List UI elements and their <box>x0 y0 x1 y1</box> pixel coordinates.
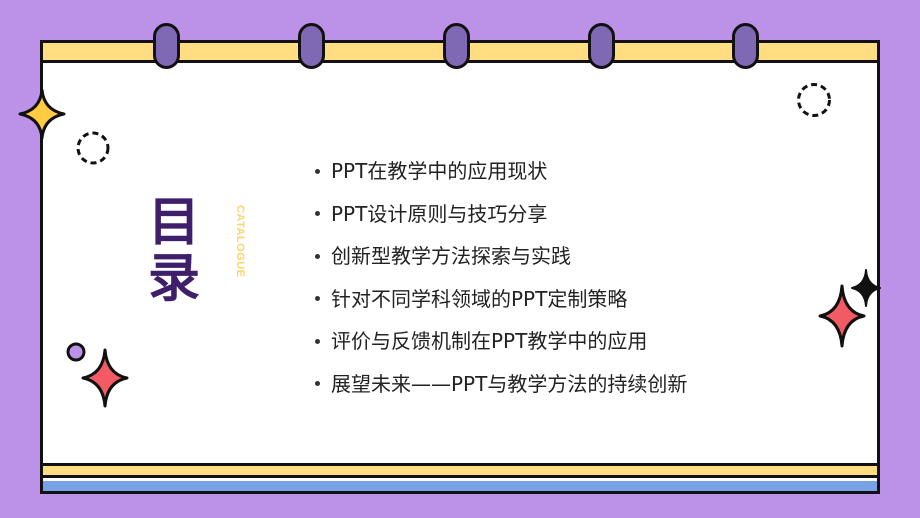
small-circle-icon <box>66 342 86 362</box>
toc-item[interactable]: PPT设计原则与技巧分享 <box>310 193 687 236</box>
page-subtitle: CATALOGUE <box>234 205 246 278</box>
bottom-blue-band <box>43 481 877 491</box>
bullet-icon <box>315 296 320 302</box>
bottom-yellow-band <box>43 463 877 478</box>
toc-item-label: 针对不同学科领域的PPT定制策略 <box>331 286 628 311</box>
bullet-icon <box>315 168 320 174</box>
page-title: 目录 <box>147 193 200 309</box>
bullet-icon <box>315 381 320 387</box>
sparkle-red-icon <box>818 284 866 348</box>
binder-ring-icon <box>588 23 615 69</box>
toc-item-label: 评价与反馈机制在PPT教学中的应用 <box>331 329 648 354</box>
sparkle-red-icon <box>81 348 129 408</box>
toc-list: PPT在教学中的应用现状 PPT设计原则与技巧分享 创新型教学方法探索与实践 针… <box>310 150 687 405</box>
binder-ring-icon <box>298 23 325 69</box>
toc-item[interactable]: PPT在教学中的应用现状 <box>310 150 687 193</box>
dashed-circle-icon <box>797 83 831 117</box>
bullet-icon <box>315 338 320 344</box>
toc-item[interactable]: 创新型教学方法探索与实践 <box>310 235 687 278</box>
toc-item-label: 创新型教学方法探索与实践 <box>331 244 571 269</box>
toc-item-label: PPT在教学中的应用现状 <box>331 159 548 184</box>
dashed-circle-icon <box>76 131 110 165</box>
toc-item[interactable]: 针对不同学科领域的PPT定制策略 <box>310 278 687 321</box>
notebook-card <box>40 40 880 494</box>
sparkle-yellow-icon <box>18 88 66 140</box>
toc-item[interactable]: 评价与反馈机制在PPT教学中的应用 <box>310 320 687 363</box>
binder-ring-icon <box>443 23 470 69</box>
bullet-icon <box>315 253 320 259</box>
binder-ring-icon <box>153 23 180 69</box>
toc-item-label: PPT设计原则与技巧分享 <box>331 201 548 226</box>
toc-item-label: 展望未来——PPT与教学方法的持续创新 <box>331 371 688 396</box>
bullet-icon <box>315 211 320 217</box>
toc-item[interactable]: 展望未来——PPT与教学方法的持续创新 <box>310 363 687 406</box>
binder-ring-icon <box>732 23 759 69</box>
sparkle-black-icon <box>851 269 881 307</box>
